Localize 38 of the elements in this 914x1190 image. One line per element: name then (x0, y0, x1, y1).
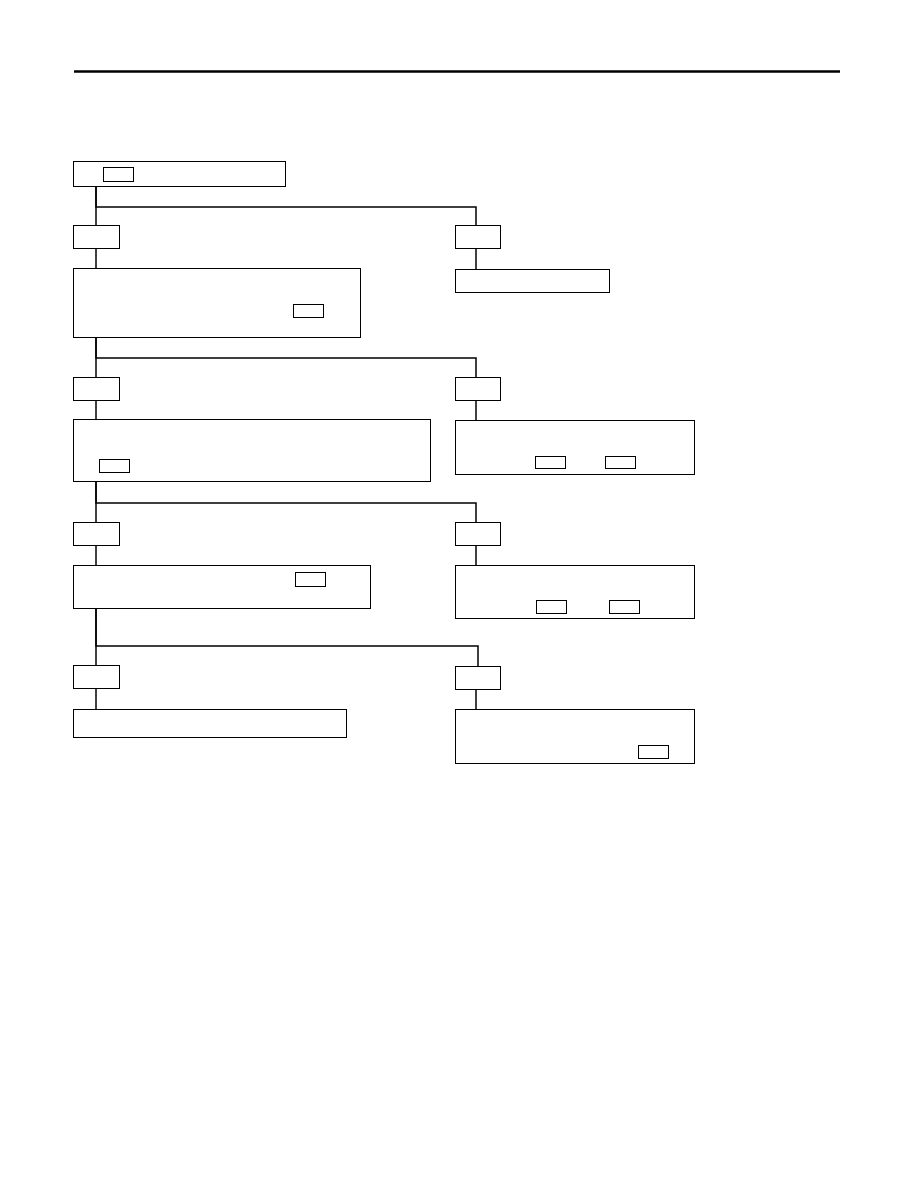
connector-line (95, 481, 477, 523)
step-box (73, 377, 120, 401)
reference-box (637, 744, 669, 759)
action-box (73, 565, 371, 609)
connector-line (475, 248, 477, 270)
step-box (73, 522, 120, 546)
reference-box (294, 571, 326, 587)
connector-line (95, 688, 97, 710)
reference-box (102, 166, 134, 182)
action-box (455, 269, 610, 293)
connector-line (475, 545, 477, 566)
action-box (455, 709, 695, 764)
reference-box (98, 458, 130, 473)
action-box (455, 420, 695, 475)
connector-line (95, 545, 97, 566)
connector-line (475, 689, 477, 710)
reference-box (604, 455, 636, 469)
step-box (455, 225, 501, 249)
connector-line (95, 337, 477, 378)
step-box (455, 377, 501, 401)
reference-box (535, 599, 567, 614)
step-box (73, 225, 120, 249)
step-box (73, 665, 120, 689)
step-box (455, 666, 501, 690)
action-box (73, 268, 361, 338)
step-box (455, 522, 501, 546)
connector-line (95, 186, 477, 226)
action-box (73, 709, 347, 738)
action-box (455, 565, 695, 619)
connector-line (95, 400, 97, 420)
reference-box (534, 455, 566, 469)
reference-box (608, 599, 640, 614)
connector-line (475, 400, 477, 421)
action-box (73, 419, 431, 482)
connector-line (95, 608, 479, 667)
action-box (73, 161, 286, 187)
connector-line (95, 248, 97, 269)
reference-box (292, 303, 324, 318)
